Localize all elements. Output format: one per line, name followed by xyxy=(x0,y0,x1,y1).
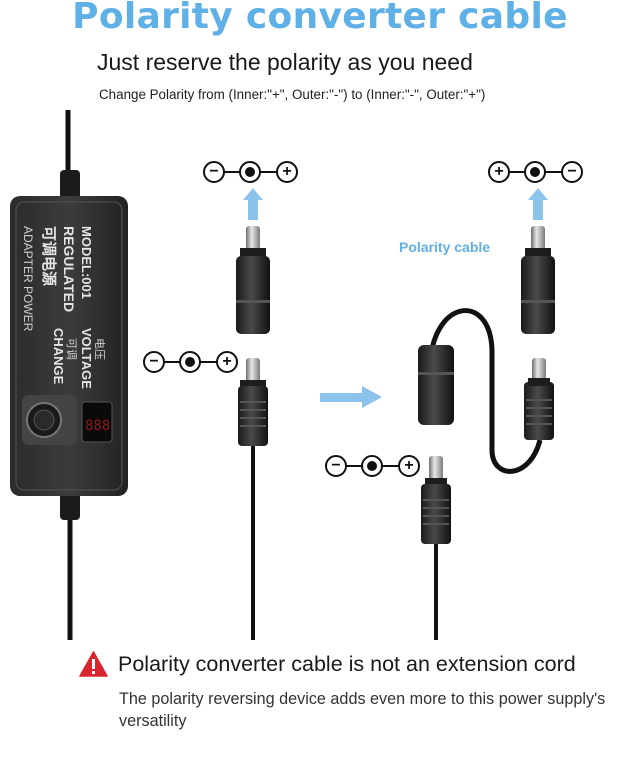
right-male-plug xyxy=(421,456,451,640)
product-illustration: ADAPTER POWER 可调电源 REGULATED MODEL:001 V… xyxy=(10,110,583,640)
page-title: Polarity converter cable xyxy=(72,0,568,37)
left-female-plug xyxy=(236,226,270,334)
sign-plus: + xyxy=(494,163,504,180)
sign-minus: − xyxy=(567,163,577,180)
voltage-display xyxy=(81,401,113,443)
polarity-cable-label: Polarity cable xyxy=(399,239,491,255)
sign-plus: + xyxy=(222,353,232,370)
up-arrow-icon-2 xyxy=(528,188,548,220)
sign-minus: − xyxy=(209,163,219,180)
right-arrow-icon xyxy=(320,386,382,408)
sign-plus: + xyxy=(282,163,292,180)
adapter-label-change-cn: 可调 xyxy=(65,338,78,360)
left-male-plug xyxy=(238,358,268,640)
adapter-label-change: CHANGE xyxy=(51,328,66,385)
polarity-symbol-converted-top xyxy=(488,161,583,183)
power-adapter-body xyxy=(10,196,128,496)
warning-description: The polarity reversing device adds even … xyxy=(119,690,606,730)
polarity-symbol-converted-bottom xyxy=(325,455,420,477)
right-female-plug xyxy=(521,226,555,334)
polarity-signs-original-top: − + xyxy=(203,162,293,188)
up-arrow-icon-1 xyxy=(243,188,263,220)
polarity-signs-converted-top: + − xyxy=(488,162,578,188)
display-digits: 888 xyxy=(85,418,110,434)
adapter-label-voltage: VOLTAGE xyxy=(79,328,94,389)
polarity-signs-original-mid: − + xyxy=(143,352,233,378)
polarity-cable xyxy=(418,308,554,474)
polarity-cable-male-end xyxy=(524,382,554,440)
adapter-label-voltage-cn: 电压 xyxy=(93,338,106,360)
warning-heading: Polarity converter cable is not an exten… xyxy=(118,652,576,676)
polarity-symbol-original-mid xyxy=(143,351,238,373)
cable-strain-relief-bottom xyxy=(60,490,80,520)
sign-minus: − xyxy=(149,353,159,370)
sign-minus: − xyxy=(331,457,341,474)
polarity-symbol-original-top xyxy=(203,161,298,183)
polarity-signs-converted-bottom: − + xyxy=(325,456,415,482)
polarity-cable-female-end xyxy=(418,345,454,425)
adapter-label-line1: ADAPTER POWER xyxy=(21,226,35,332)
adapter-label-line4: MODEL:001 xyxy=(79,226,94,299)
adapter-label-line2: 可调电源 xyxy=(40,226,58,286)
warning-triangle-icon xyxy=(79,651,108,677)
adapter-label-line3: REGULATED xyxy=(61,226,77,312)
page-subtitle: Just reserve the polarity as you need xyxy=(97,49,473,75)
sign-plus: + xyxy=(404,457,414,474)
polarity-note: Change Polarity from (Inner:"+", Outer:"… xyxy=(99,87,486,102)
